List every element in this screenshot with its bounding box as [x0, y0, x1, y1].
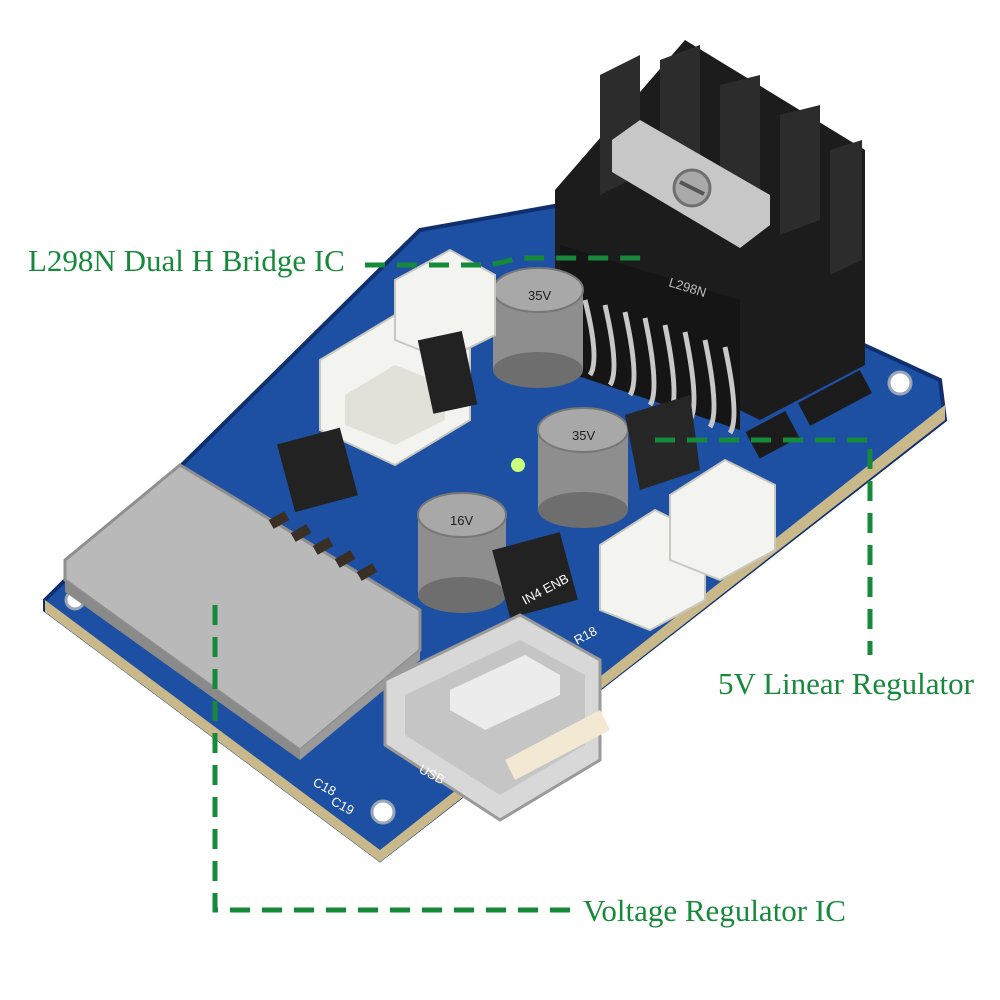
usb-port — [383, 613, 610, 822]
diode-right — [745, 370, 873, 459]
svg-text:35V: 35V — [572, 428, 595, 443]
pin-header-mid — [492, 532, 578, 618]
callout-line-l298n — [365, 255, 650, 268]
callout-5v-regulator-label: 5V Linear Regulator — [718, 666, 974, 701]
connector-top-small — [394, 248, 496, 362]
capacitor-left: 16V — [417, 492, 507, 613]
callout-l298n-label: L298N Dual H Bridge IC — [28, 243, 345, 278]
jumper — [417, 331, 478, 414]
pin-header-left — [277, 427, 358, 513]
l298n-chip: L298N — [560, 245, 740, 435]
connector-right-2 — [669, 458, 776, 582]
callout-voltage-regulator-label: Voltage Regulator IC — [583, 893, 846, 928]
mount-hole-bottom — [370, 799, 396, 825]
mount-hole-right — [887, 370, 913, 396]
svg-text:16V: 16V — [450, 513, 473, 528]
capacitor-top: 35V — [492, 267, 584, 388]
status-led — [511, 458, 525, 472]
smd-components — [268, 511, 378, 581]
callout-line-vreg — [212, 605, 570, 913]
svg-text:35V: 35V — [528, 288, 551, 303]
capacitor-mid: 35V — [537, 407, 629, 528]
callout-line-5v — [655, 437, 873, 655]
